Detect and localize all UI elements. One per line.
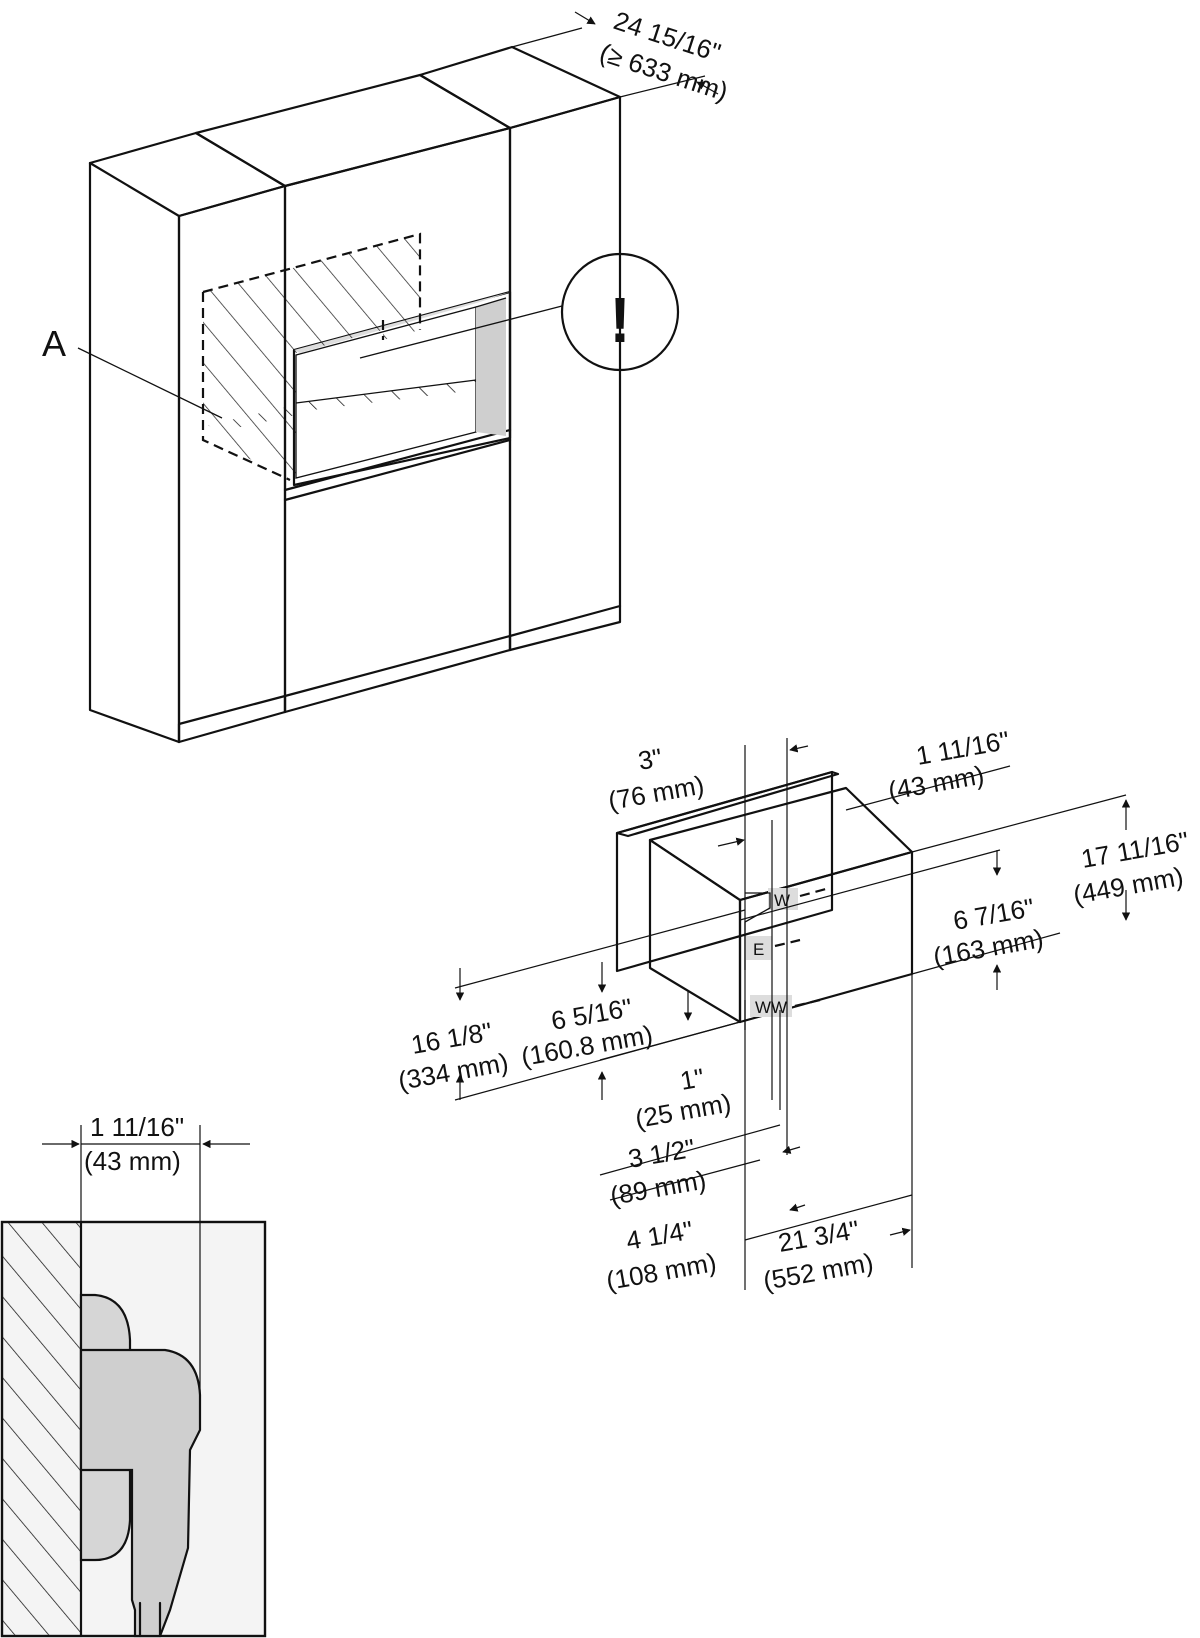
appliance-box (615, 770, 914, 1024)
dim-21-3-4-mm: (552 mm) (761, 1247, 876, 1296)
dim-3-mm: (76 mm) (606, 770, 707, 816)
dim-6-7-16-mm: (163 mm) (931, 923, 1046, 972)
tall-cabinet (88, 45, 622, 744)
dim-1-mm: (25 mm) (633, 1088, 734, 1134)
appliance-dimension-lines (454, 738, 1131, 1290)
warning-icon: ! (609, 284, 630, 356)
callout-a-label: A (42, 323, 66, 364)
dim-4-1-4-inch: 4 1/4" (624, 1215, 695, 1256)
detail-dim-inch: 1 11/16" (90, 1112, 184, 1142)
connection-e-label: E (753, 940, 764, 959)
warning-callout: ! (359, 252, 680, 372)
detail-dim-mm: (43 mm) (84, 1146, 181, 1176)
connection-ww-label: WW (755, 998, 787, 1017)
dim-3-1-2-mm: (89 mm) (608, 1165, 709, 1211)
callout-a: A (42, 323, 223, 419)
detail-dimension: 1 11/16" (43 mm) (42, 1112, 250, 1395)
dim-1-11-16-mm: (43 mm) (886, 760, 987, 806)
dim-3-inch: 3" (636, 742, 665, 776)
connection-w-label: W (774, 891, 790, 910)
dim-1-inch: 1" (678, 1062, 707, 1096)
appliance-dimension-labels: 3" (76 mm) 1 11/16" (43 mm) 17 11/16" (4… (396, 725, 1191, 1296)
plug-detail (0, 1220, 267, 1638)
depth-dimension: 24 15/16" (≥ 633 mm) (511, 5, 732, 107)
dim-4-1-4-mm: (108 mm) (604, 1247, 719, 1296)
hatched-zone-a (201, 232, 422, 481)
connection-points: W E WW (744, 887, 827, 1030)
